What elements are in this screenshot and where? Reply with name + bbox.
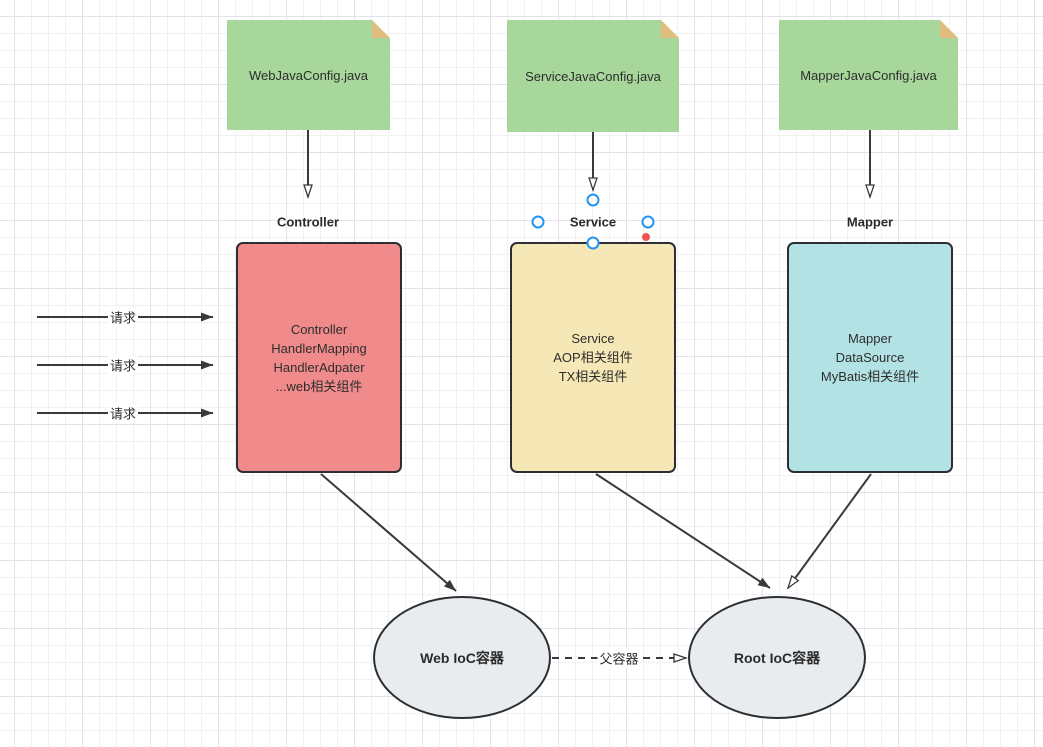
file-label: WebJavaConfig.java [249, 67, 368, 83]
file-label: MapperJavaConfig.java [800, 67, 937, 83]
mapper-box[interactable]: Mapper DataSource MyBatis相关组件 [787, 242, 953, 473]
ellipse-label: Web IoC容器 [420, 649, 504, 666]
ellipse-label: Root IoC容器 [733, 649, 821, 666]
selection-handle-right[interactable] [641, 215, 655, 229]
service-title-label[interactable]: Service [569, 214, 617, 230]
box-line: MyBatis相关组件 [820, 369, 920, 384]
controller-box-text: Controller HandlerMapping HandlerAdpater… [271, 320, 366, 396]
service-box[interactable]: Service AOP相关组件 TX相关组件 [510, 242, 676, 473]
box-line: AOP相关组件 [553, 350, 633, 365]
root-ioc-container-ellipse[interactable]: Root IoC容器 [688, 596, 866, 719]
fixed-point-marker[interactable] [642, 233, 650, 241]
file-shape-webjavaconfig[interactable]: WebJavaConfig.java [227, 20, 390, 130]
edge-controller-to-web-ioc[interactable] [320, 473, 457, 592]
box-line: Mapper [847, 331, 893, 346]
selection-handle-left[interactable] [531, 215, 545, 229]
box-line: Service [571, 331, 615, 346]
box-line: DataSource [835, 350, 905, 365]
file-shape-servicejavaconfig[interactable]: ServiceJavaConfig.java [507, 20, 679, 132]
parent-container-edge-label[interactable]: 父容器 [597, 648, 641, 668]
file-shape-mapperjavaconfig[interactable]: MapperJavaConfig.java [779, 20, 958, 130]
selection-handle-bottom[interactable] [586, 236, 600, 250]
box-line: ...web相关组件 [275, 378, 363, 394]
file-label: ServiceJavaConfig.java [525, 68, 661, 84]
service-box-text: Service AOP相关组件 TX相关组件 [553, 329, 632, 386]
selection-handle-top[interactable] [586, 193, 600, 207]
box-line: HandlerMapping [271, 340, 367, 356]
edge-service-to-root-ioc[interactable] [595, 473, 771, 589]
edge-mapper-to-root-ioc[interactable] [788, 473, 872, 588]
mapper-box-text: Mapper DataSource MyBatis相关组件 [821, 329, 919, 386]
request-edge-label-2[interactable]: 请求 [107, 355, 139, 375]
box-line: Controller [290, 321, 348, 337]
controller-title-label[interactable]: Controller [276, 214, 340, 230]
controller-box[interactable]: Controller HandlerMapping HandlerAdpater… [236, 242, 402, 473]
web-ioc-container-ellipse[interactable]: Web IoC容器 [373, 596, 551, 719]
mapper-title-label[interactable]: Mapper [846, 214, 894, 230]
request-edge-label-1[interactable]: 请求 [107, 307, 139, 327]
box-line: TX相关组件 [558, 369, 628, 384]
folded-corner-icon [940, 20, 958, 38]
folded-corner-icon [372, 20, 390, 38]
folded-corner-icon [661, 20, 679, 38]
request-edge-label-3[interactable]: 请求 [107, 403, 139, 423]
box-line: HandlerAdpater [273, 359, 365, 375]
